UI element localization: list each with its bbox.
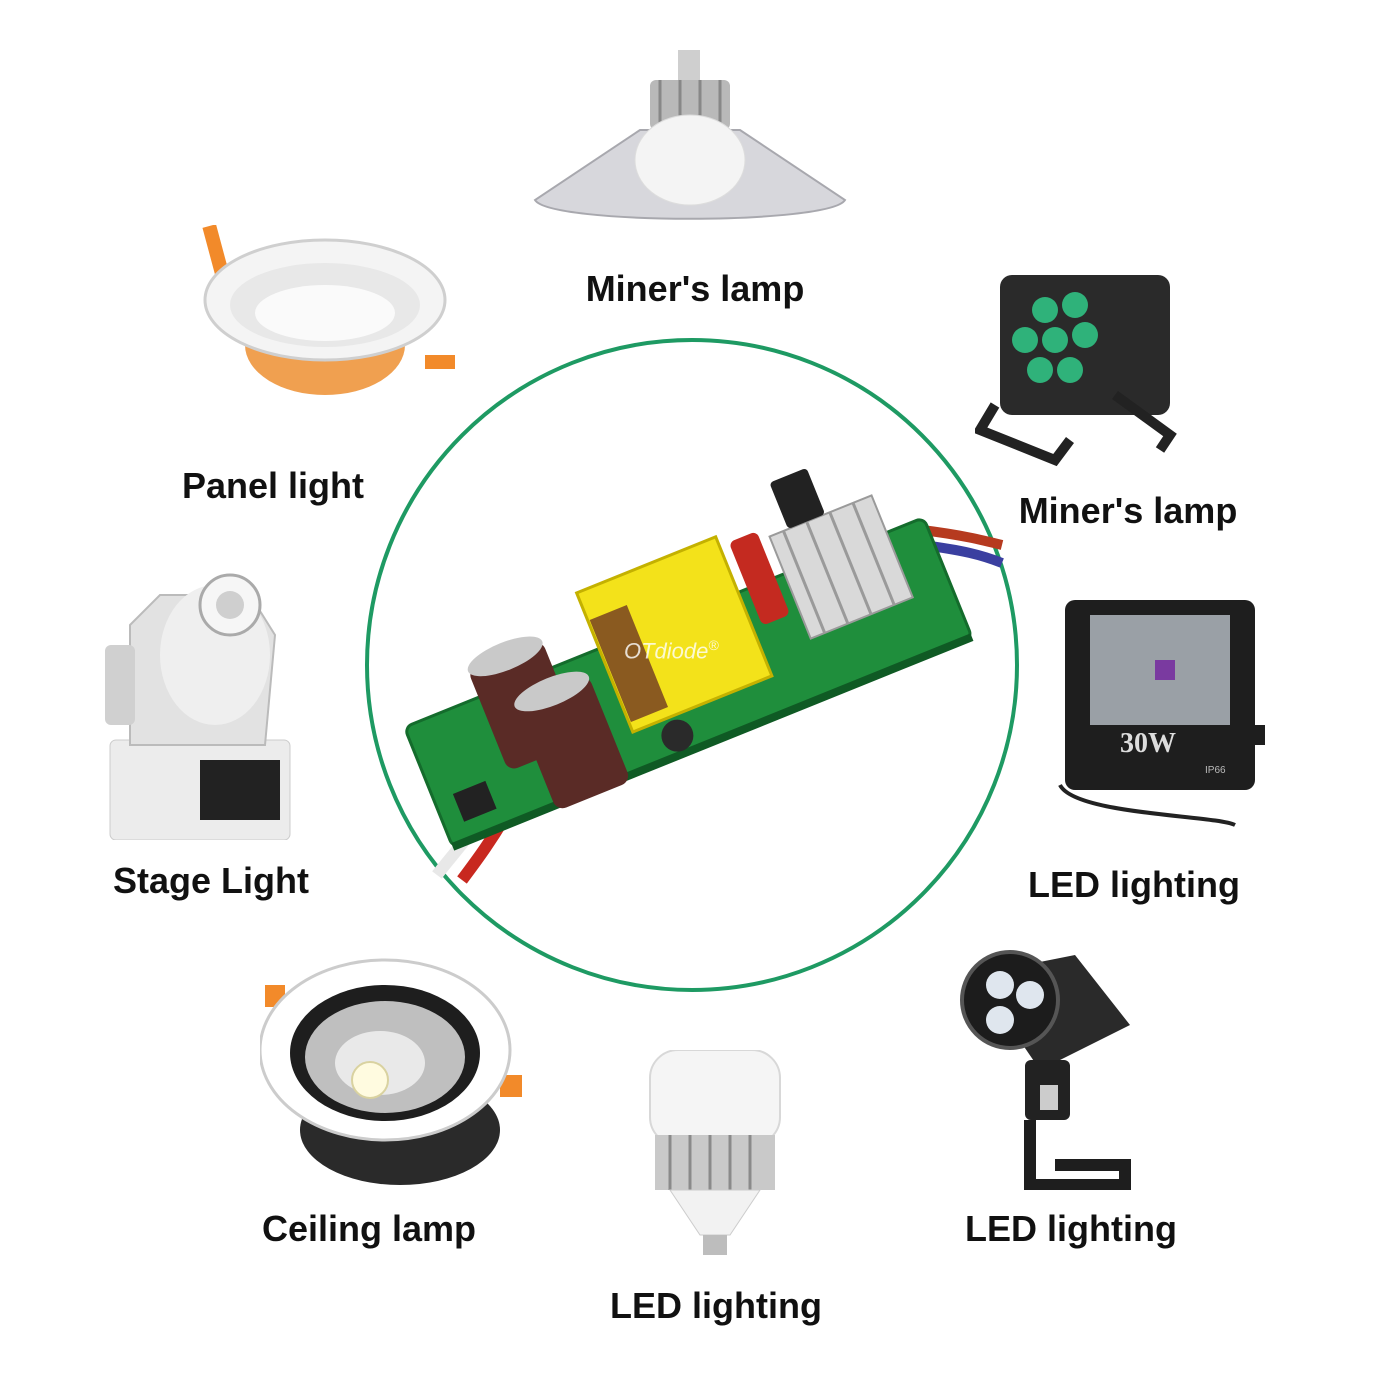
- flood-light-image: 30W IP66: [1055, 595, 1265, 830]
- par-light-image: [975, 265, 1180, 470]
- brand-watermark: OTdiode®: [624, 637, 719, 664]
- ceiling-lamp-image: [260, 955, 525, 1190]
- flood-wattage: 30W: [1120, 728, 1176, 759]
- label-top-left: Panel light: [181, 465, 365, 506]
- label-top-right: Miner's lamp: [1018, 490, 1238, 531]
- led-bulb-image: [645, 1050, 785, 1255]
- flood-rating: IP66: [1205, 765, 1226, 776]
- miners-lamp-image: [530, 50, 850, 250]
- stage-light-image: [100, 565, 295, 840]
- label-bottom-right: LED lighting: [965, 1208, 1177, 1249]
- label-bottom-left: Ceiling lamp: [261, 1208, 477, 1249]
- spotlight-image: [955, 945, 1135, 1190]
- label-right: LED lighting: [1028, 864, 1240, 905]
- label-bottom: LED lighting: [610, 1285, 822, 1326]
- label-top: Miner's lamp: [585, 268, 805, 309]
- label-left: Stage Light: [113, 860, 309, 901]
- panel-light-image: [195, 225, 465, 430]
- center-circle: OTdiode®: [362, 335, 1022, 995]
